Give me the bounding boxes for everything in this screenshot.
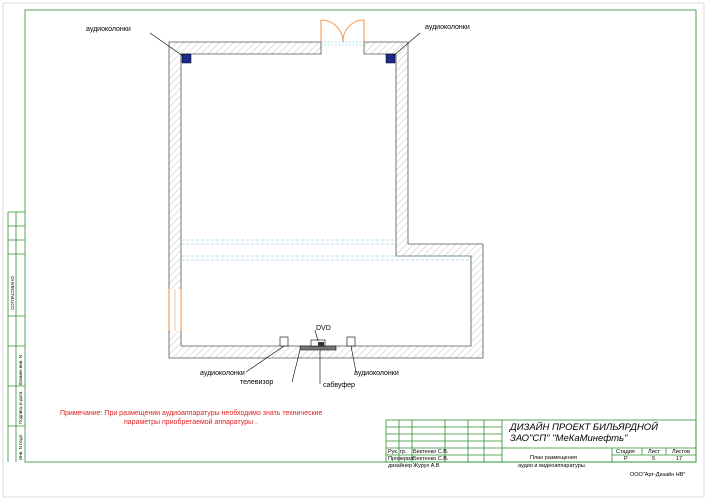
label-speakers-top-right: аудиоколонки — [425, 24, 470, 31]
label-speakers-bottom-left: аудиоколонки — [200, 370, 245, 377]
speaker-bottom-left-icon — [279, 336, 289, 347]
project-title-line-2: ЗАО"СП" "МеКаМинефть" — [510, 433, 628, 444]
side-stamp: СОГЛАСОВАНО Взамен инв. N Подпись и дата… — [7, 211, 25, 462]
bottom-equipment — [279, 336, 356, 351]
role-3: дизайнер — [388, 462, 412, 469]
stage-header: Стадия — [616, 449, 635, 455]
sign-date-label: Подпись и дата — [18, 391, 23, 424]
label-speakers-bottom-right: аудиоколонки — [354, 370, 399, 377]
role-3-name: Журух А.В — [413, 463, 440, 469]
label-tv: телевизор — [240, 379, 273, 386]
label-speakers-top-left: аудиоколонки — [86, 26, 131, 33]
room-walls — [168, 41, 484, 359]
note-line-1: Примечание: При размещении аудиоаппарату… — [60, 409, 323, 417]
title-block — [385, 419, 697, 463]
sheets-header: Листов — [672, 449, 690, 455]
sheet-header: Лист — [648, 449, 660, 455]
project-title-line-1: ДИЗАЙН ПРОЕКТ БИЛЬЯРДНОЙ — [509, 421, 658, 433]
left-window — [168, 289, 182, 331]
speaker-top-right-icon — [385, 53, 396, 64]
speaker-top-left-icon — [181, 53, 192, 64]
glass-partition-lines — [181, 239, 471, 261]
replaced-inv-label: Взамен инв. N — [18, 355, 23, 385]
role-2-name: Бектенко С.В. — [413, 456, 449, 462]
role-1-name: Бектенко С.В. — [413, 449, 449, 455]
sheets-value: 17 — [676, 456, 682, 462]
label-dvd: DVD — [316, 325, 331, 332]
label-subwoofer: сабвуфер — [323, 381, 355, 389]
note-line-2: параметры приобретаемой аппаратуры . — [124, 418, 257, 426]
agreed-label: СОГЛАСОВАНО — [10, 276, 15, 310]
inv-orig-label: Инв. N подл. — [18, 434, 23, 460]
sheet-title-line-1: План размещения — [530, 455, 577, 461]
subwoofer-icon — [318, 342, 324, 346]
role-1: Рук. гр. — [388, 449, 407, 455]
entrance-door — [320, 19, 365, 46]
stage-value: Р — [624, 456, 628, 462]
company-name: ООО"Арт-Дизайн НВ" — [630, 471, 685, 478]
sheet-value: 5 — [652, 456, 655, 462]
role-2: Проверил — [388, 456, 413, 462]
tv-icon — [299, 345, 337, 351]
sheet-title-line-2: аудио и видеоаппаратуры. — [518, 463, 587, 469]
speaker-bottom-right-icon — [346, 336, 356, 347]
